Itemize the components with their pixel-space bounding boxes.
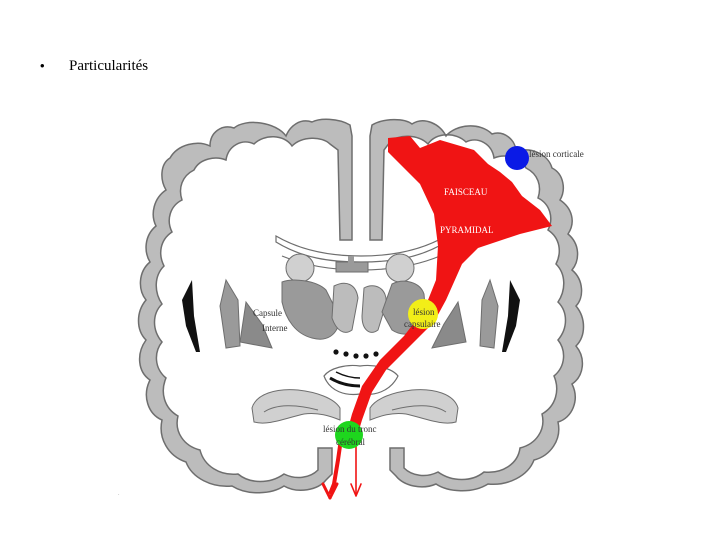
left-claustrum-wedge [239,300,273,349]
insular-regions [182,278,520,352]
left-lentiform-nucleus [281,279,341,340]
label-pyramidal: PYRAMIDAL [440,225,494,235]
pyramidal-tract-arrow-left [321,482,339,500]
left-thalamus [331,282,359,333]
pyramidal-tract [321,136,552,500]
pyramidal-tract-descending-left [328,431,344,495]
right-cortex [369,118,585,492]
stray-dot: . [118,491,120,497]
capsular-lesion-marker [408,299,438,329]
brainstem-lesion-marker [335,421,363,449]
right-insula [502,280,520,352]
bullet-point: • [40,58,45,73]
pyramidal-tract-cortical-fan [346,136,552,440]
fornix [348,256,354,270]
left-cortex [137,118,353,494]
right-thalamus [361,285,387,333]
left-temporal-lobe [251,389,341,424]
left-external-capsule [219,278,241,349]
right-caudate [385,253,415,283]
left-hemisphere [137,118,353,494]
left-caudate [285,253,315,283]
right-temporal-lobe [369,389,459,424]
cortical-lesion-marker [505,146,529,170]
right-hemisphere [369,118,585,492]
pyramidal-tract-arrow-right [350,483,362,497]
left-insula [182,280,200,352]
label-lesion-tronc-line2: cérébral [336,437,365,447]
label-capsule: Capsule [253,308,282,318]
right-external-capsule [479,278,499,349]
right-claustrum-wedge [431,300,467,349]
label-interne: Interne [262,323,287,333]
label-lesion-tronc-line1: lésion du tronc [323,424,377,434]
label-lesion-capsulaire-line1: lésion [413,307,435,317]
label-lesion-corticale: lésion corticale [529,149,584,159]
label-lesion-capsulaire-line2: capsulaire [404,319,440,329]
slide-title: Particularités [69,58,149,74]
label-faisceau: FAISCEAU [444,187,488,197]
temporal-lobes [251,389,459,424]
